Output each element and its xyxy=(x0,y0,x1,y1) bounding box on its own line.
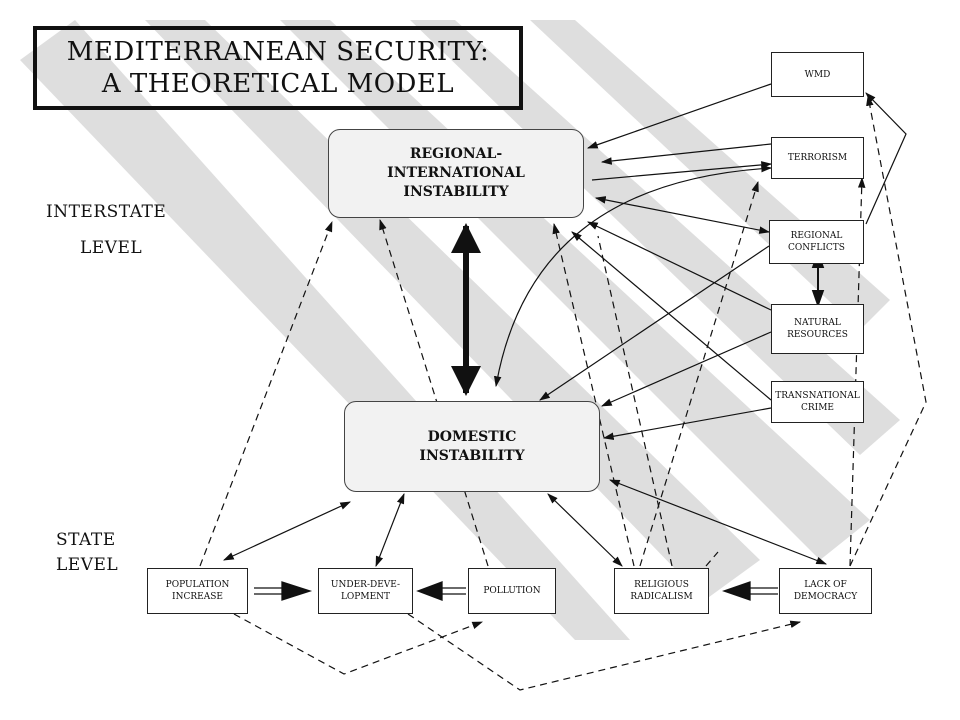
democracy-to-religious-head xyxy=(722,581,751,601)
arrow-crime-to-regional xyxy=(571,231,772,401)
arrow-resources-to-regional xyxy=(587,221,772,311)
dashed-underdevelopment-to-democracy xyxy=(407,613,802,691)
node-domestic-instability: DOMESTIC INSTABILITY xyxy=(344,401,600,492)
interstate-level-label: LEVEL xyxy=(80,238,143,258)
dashed-religious-to-terrorism xyxy=(639,180,759,567)
dashed-population-to-regional xyxy=(199,220,333,567)
dashed-religious-short xyxy=(705,551,719,567)
node-natural-resources: NATURAL RESOURCES xyxy=(771,304,864,354)
background-bands xyxy=(20,20,900,640)
node-transnational-crime: TRANSNATIONAL CRIME xyxy=(771,381,864,423)
node-domestic-line-1: DOMESTIC xyxy=(427,428,517,445)
title-line-1: MEDITERRANEAN SECURITY: xyxy=(66,37,490,67)
arrow-religious-domestic xyxy=(547,493,623,567)
population-to-underdevelopment-head xyxy=(281,581,313,601)
node-resources-line-1: NATURAL xyxy=(794,318,841,328)
node-religious-radicalism: RELIGIOUS RADICALISM xyxy=(614,568,709,614)
title-line-2: A THEORETICAL MODEL xyxy=(101,69,455,99)
arrow-population-domestic xyxy=(223,501,351,561)
dashed-democracy-to-terrorism xyxy=(849,176,866,567)
node-regional-line-1: REGIONAL- xyxy=(409,146,503,162)
arrow-wmd-to-regional xyxy=(586,83,772,149)
node-religious-line-1: RELIGIOUS xyxy=(634,580,689,590)
node-underdevelopment-line-2: LOPMENT xyxy=(340,592,391,602)
dashed-connectors xyxy=(199,94,927,691)
node-regional-conflicts: REGIONAL CONFLICTS xyxy=(769,220,864,264)
arrow-underdevelopment-domestic xyxy=(375,492,405,568)
node-lack-of-democracy: LACK OF DEMOCRACY xyxy=(779,568,872,614)
state-connectors xyxy=(223,479,828,568)
title-box: MEDITERRANEAN SECURITY: A THEORETICAL MO… xyxy=(33,26,523,110)
node-population-line-1: POPULATION xyxy=(165,580,230,590)
node-crime-line-1: TRANSNATIONAL xyxy=(775,391,860,401)
dashed-population-to-pollution xyxy=(233,613,484,675)
node-regional-line-2: INTERNATIONAL xyxy=(387,165,525,181)
node-conflicts-line-1: REGIONAL xyxy=(790,231,843,241)
arrow-conflicts-to-domestic xyxy=(539,245,770,401)
node-wmd-line-1: WMD xyxy=(804,69,831,80)
double-line-arrows xyxy=(254,581,778,601)
dashed-crime-to-religious xyxy=(597,235,673,567)
node-crime-line-2: CRIME xyxy=(800,403,834,413)
node-regional-international-instability: REGIONAL- INTERNATIONAL INSTABILITY xyxy=(328,129,584,218)
node-conflicts-line-2: CONFLICTS xyxy=(788,243,845,253)
node-terrorism-line-1: TERRORISM xyxy=(787,153,848,163)
node-population-increase: POPULATION INCREASE xyxy=(147,568,248,614)
arrow-crime-to-domestic xyxy=(602,407,772,441)
solid-connectors xyxy=(493,83,907,441)
state-label: STATE xyxy=(56,530,116,550)
node-underdevelopment-line-1: UNDER-DEVE- xyxy=(330,580,401,590)
node-pollution-line-1: POLLUTION xyxy=(483,586,541,596)
node-resources-line-2: RESOURCES xyxy=(787,330,848,340)
node-wmd: WMD xyxy=(771,52,864,97)
state-level-label: LEVEL xyxy=(56,555,119,575)
node-terrorism: TERRORISM xyxy=(771,137,864,179)
node-domestic-line-2: INSTABILITY xyxy=(419,447,525,464)
pollution-to-underdevelopment-head xyxy=(416,581,443,601)
arrow-curve-terrorism-domestic xyxy=(493,164,773,388)
node-pollution: POLLUTION xyxy=(468,568,556,614)
arrow-conflicts-to-wmd xyxy=(865,92,907,225)
dashed-pollution-to-regional xyxy=(379,218,489,567)
node-democracy-line-1: LACK OF xyxy=(804,580,847,590)
node-democracy-line-2: DEMOCRACY xyxy=(793,592,858,602)
node-regional-line-3: INSTABILITY xyxy=(403,184,509,200)
dashed-religious-to-regional xyxy=(552,222,635,567)
dashed-democracy-to-wmd xyxy=(849,94,927,567)
arrow-resources-to-domestic xyxy=(601,331,772,407)
node-religious-line-2: RADICALISM xyxy=(630,592,693,602)
interstate-label: INTERSTATE xyxy=(46,202,167,222)
node-underdevelopment: UNDER-DEVE- LOPMENT xyxy=(318,568,413,614)
node-population-line-2: INCREASE xyxy=(172,592,223,602)
arrow-terrorism-to-regional xyxy=(600,143,772,165)
arrow-democracy-domestic xyxy=(608,479,828,565)
